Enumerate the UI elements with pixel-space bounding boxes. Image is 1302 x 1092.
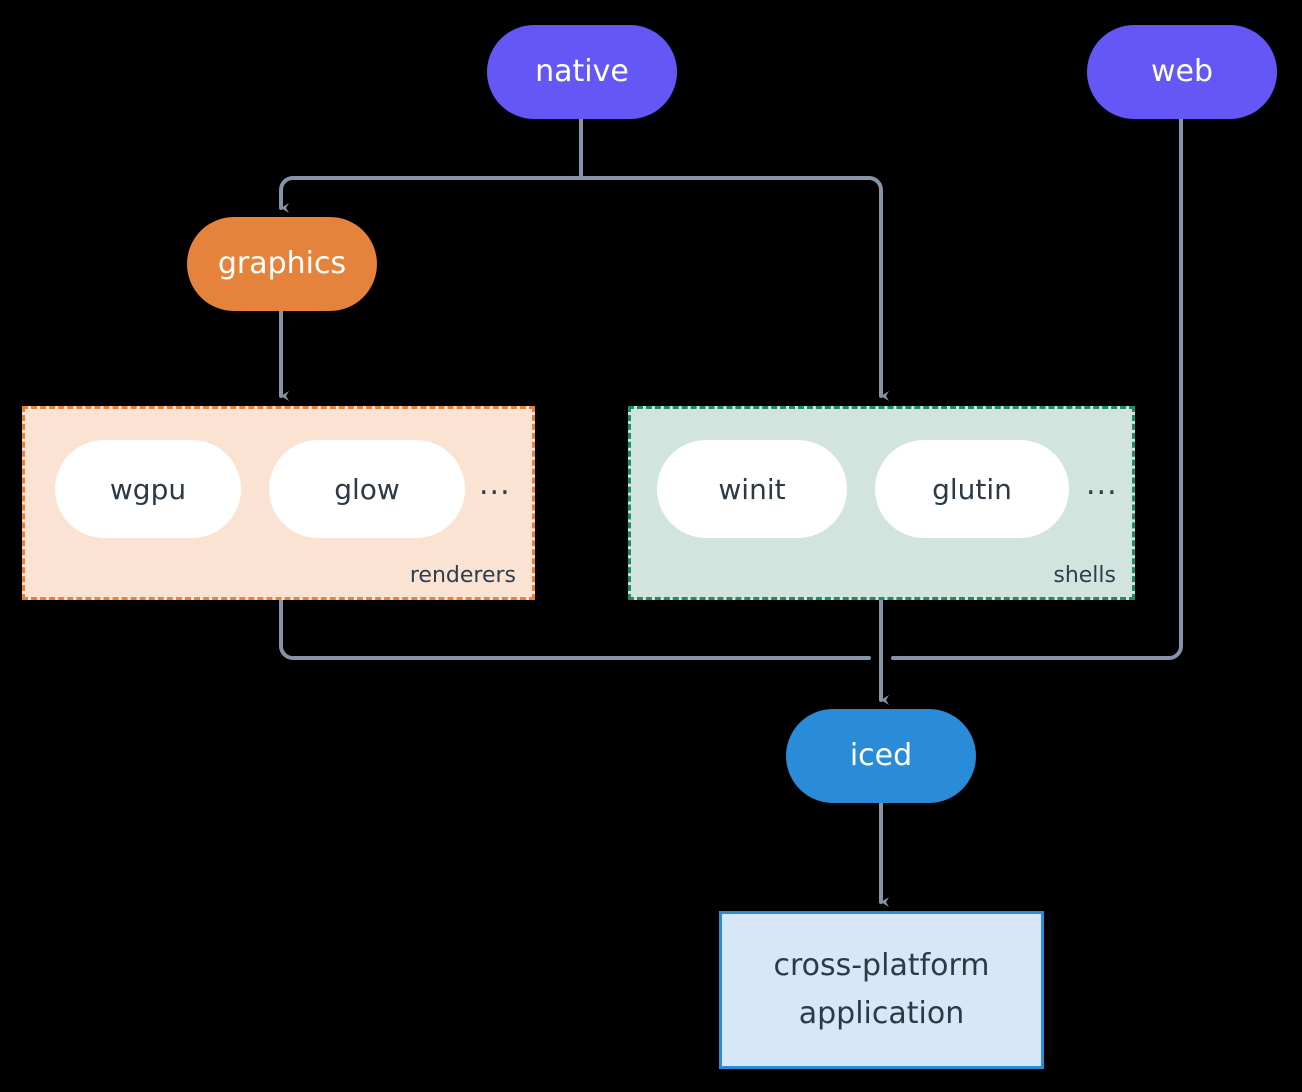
edge-renderers-iced <box>279 598 871 660</box>
node-iced-label: iced <box>849 737 913 773</box>
node-glutin-label: glutin <box>932 472 1012 506</box>
node-web[interactable]: web <box>1087 25 1277 119</box>
node-application[interactable]: cross-platform application <box>719 911 1044 1069</box>
group-renderers: wgpu glow ... renderers <box>22 406 535 600</box>
node-application-line1: cross-platform <box>773 948 990 983</box>
node-native-label: native <box>535 53 629 89</box>
edge-native-graphics <box>279 176 583 213</box>
node-wgpu[interactable]: wgpu <box>55 440 241 538</box>
group-shells-label: shells <box>1053 563 1116 588</box>
node-glow[interactable]: glow <box>269 440 465 538</box>
node-winit-label: winit <box>718 472 786 506</box>
node-native[interactable]: native <box>487 25 677 119</box>
node-application-line2: application <box>798 996 965 1031</box>
node-graphics-label: graphics <box>217 245 347 281</box>
group-shells: winit glutin ... shells <box>628 406 1135 600</box>
node-web-label: web <box>1150 53 1214 89</box>
node-glow-label: glow <box>334 472 400 506</box>
node-wgpu-label: wgpu <box>109 472 187 506</box>
edge-native-shells <box>579 176 889 401</box>
node-glutin[interactable]: glutin <box>875 440 1069 538</box>
group-renderers-label: renderers <box>409 563 516 588</box>
node-iced[interactable]: iced <box>786 709 976 803</box>
node-winit[interactable]: winit <box>657 440 847 538</box>
shells-ellipsis: ... <box>1086 467 1118 502</box>
renderers-ellipsis: ... <box>479 467 511 502</box>
node-graphics[interactable]: graphics <box>187 217 377 311</box>
